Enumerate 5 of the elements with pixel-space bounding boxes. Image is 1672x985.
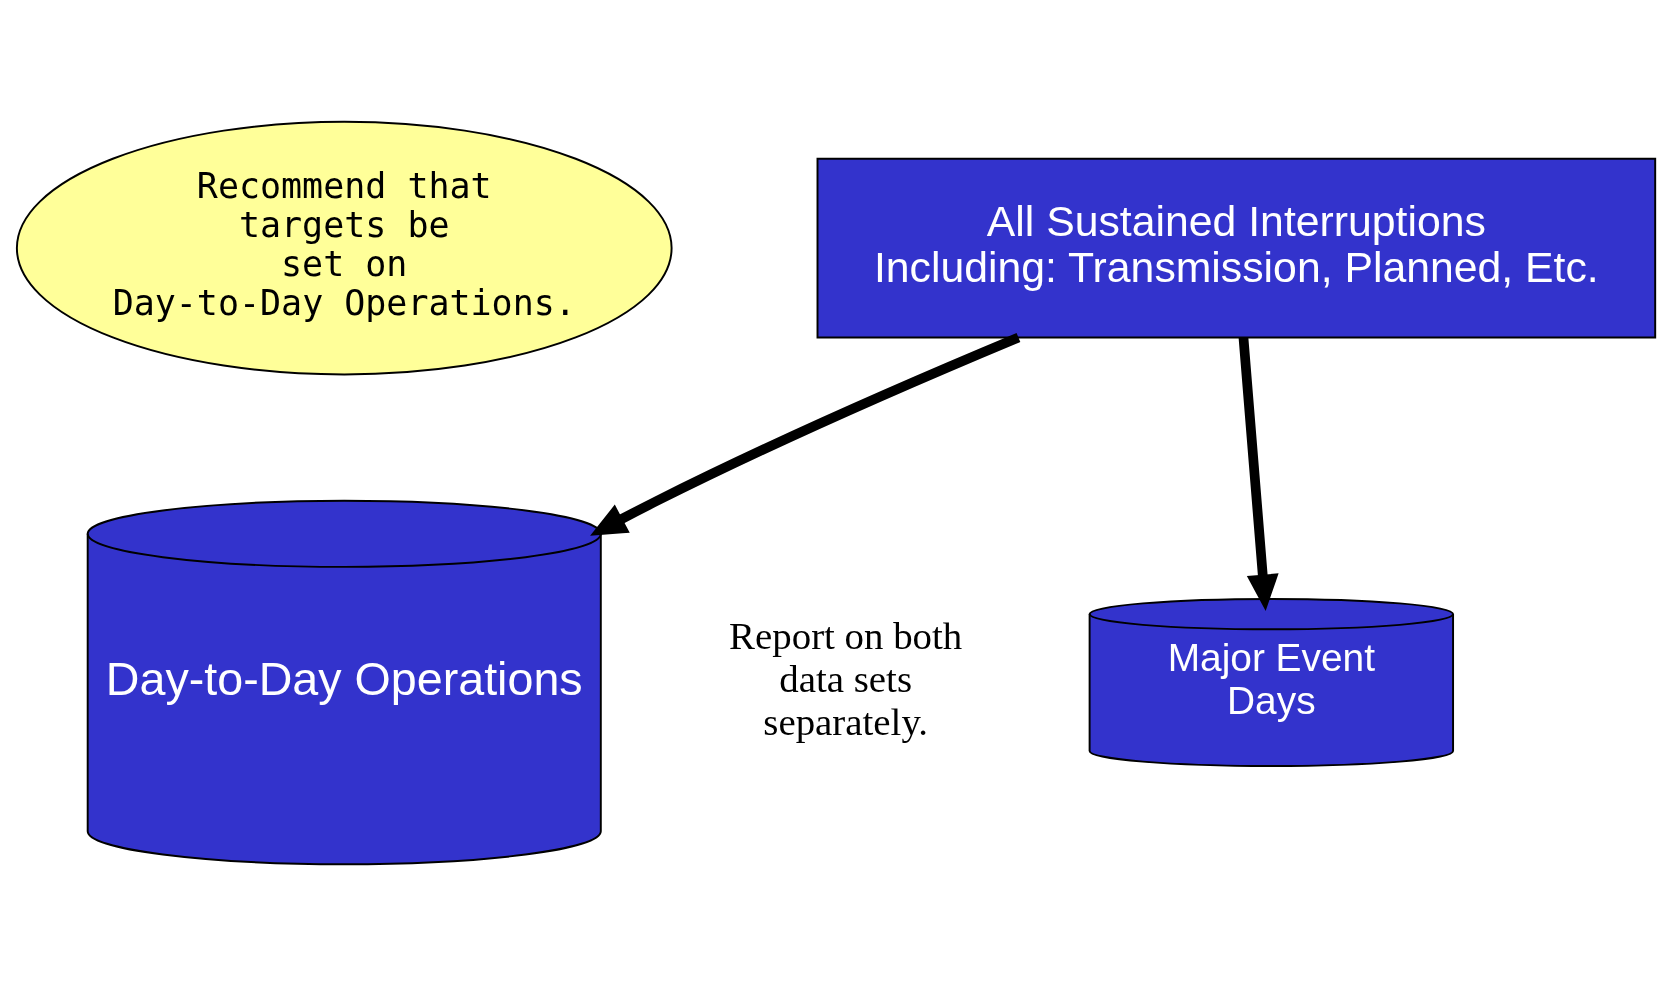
node-ellipse: Recommend that targets be set on Day-to-Day Operations. bbox=[15, 120, 673, 375]
node-box: All Sustained Interruptions Including: Transmission, Planned, Etc. bbox=[816, 157, 1657, 338]
arrow bbox=[590, 332, 1021, 536]
label: Report on both data sets separately. bbox=[729, 613, 963, 743]
arrow bbox=[1238, 336, 1279, 611]
